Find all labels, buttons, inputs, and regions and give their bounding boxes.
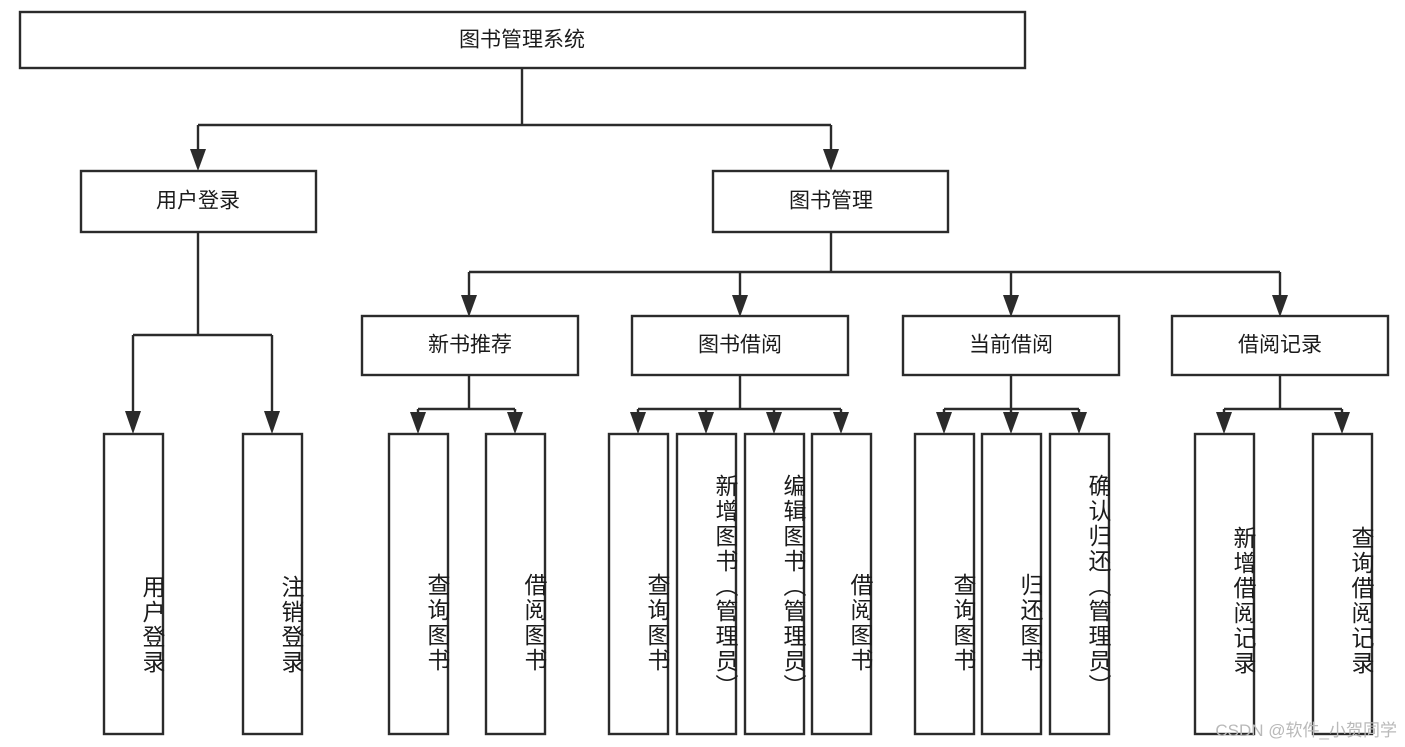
connector-borrowrecord-to-leaves	[1216, 375, 1350, 434]
node-root-system-label: 图书管理系统	[459, 29, 585, 52]
leaf-box-edit-book	[743, 432, 806, 736]
node-book-borrow[interactable]: 图书借阅	[630, 314, 850, 377]
leaf-box-query-book-1	[387, 432, 450, 736]
node-current-borrow-label: 当前借阅	[969, 334, 1053, 357]
node-borrow-record[interactable]: 借阅记录	[1170, 314, 1390, 377]
node-book-manage-label: 图书管理	[789, 190, 873, 213]
node-root-system[interactable]: 图书管理系统	[18, 10, 1027, 70]
node-current-borrow[interactable]: 当前借阅	[901, 314, 1121, 377]
connector-bookborrow-to-leaves	[630, 375, 849, 434]
leaf-box-add-book	[675, 432, 738, 736]
node-new-book-recommend[interactable]: 新书推荐	[360, 314, 580, 377]
node-user-login[interactable]: 用户登录	[79, 169, 318, 234]
node-book-borrow-label: 图书借阅	[698, 334, 782, 357]
leaf-box-return-book	[980, 432, 1043, 736]
leaf-box-query-record	[1311, 432, 1374, 736]
leaf-box-borrow-book-1	[484, 432, 547, 736]
leaf-box-borrow-book-2	[810, 432, 873, 736]
leaf-box-add-record	[1193, 432, 1256, 736]
leaf-box-logout	[241, 432, 304, 736]
connector-userlogin-to-leaves	[125, 232, 280, 434]
node-book-manage[interactable]: 图书管理	[711, 169, 950, 234]
leaf-box-user-login	[102, 432, 165, 736]
node-borrow-record-label: 借阅记录	[1238, 334, 1322, 357]
connector-root-to-level2	[190, 68, 839, 171]
csdn-watermark: CSDN @软件_小贺同学	[1215, 721, 1397, 740]
leaf-box-query-book-2	[607, 432, 670, 736]
connector-newbook-to-leaves	[410, 375, 523, 434]
connector-currentborrow-to-leaves	[936, 375, 1087, 434]
leaf-boxes	[102, 432, 1374, 736]
node-new-book-recommend-label: 新书推荐	[428, 334, 512, 357]
leaf-box-confirm-return	[1048, 432, 1111, 736]
node-user-login-label: 用户登录	[156, 190, 240, 213]
connector-bookmanage-to-level3	[461, 232, 1288, 317]
leaf-box-query-book-3	[913, 432, 976, 736]
